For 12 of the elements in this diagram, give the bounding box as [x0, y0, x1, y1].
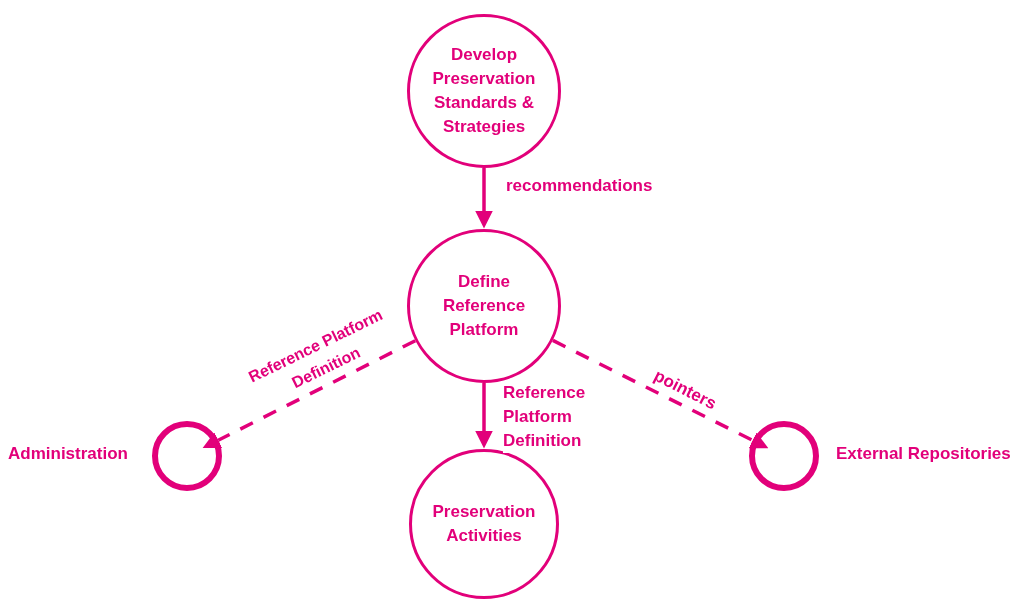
node-caption: Administration: [8, 444, 128, 464]
terminal-circle: [749, 421, 819, 491]
dashed-arrow: [552, 338, 769, 449]
arrow: [475, 383, 493, 449]
node-label: Preservation Activities: [431, 501, 537, 547]
arrow: [475, 168, 493, 229]
process-circle: [407, 14, 561, 168]
dashed-arrow: [202, 339, 417, 449]
node-label: Develop Preservation Standards & Strategies: [431, 44, 537, 138]
terminal-circle: [152, 421, 222, 491]
node-caption: External Repositories: [836, 444, 1011, 464]
node-label: Define Reference Platform: [441, 271, 527, 341]
